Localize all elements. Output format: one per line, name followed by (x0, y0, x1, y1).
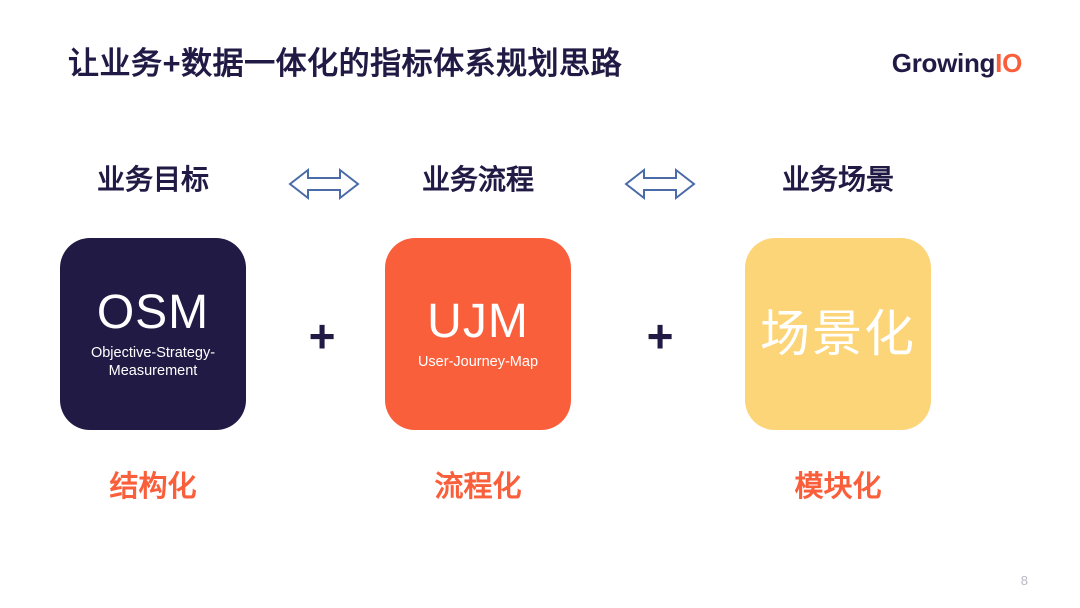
logo-text-io: IO (995, 48, 1022, 78)
double-headed-arrow-icon (624, 162, 696, 206)
page-title: 让业务+数据一体化的指标体系规划思路 (68, 46, 623, 81)
card-ujm: UJM User-Journey-Map (385, 238, 571, 430)
double-headed-arrow-icon (288, 162, 360, 206)
footer-label-modularized: 模块化 (794, 471, 882, 503)
column-heading-business-process: 业务流程 (421, 164, 534, 195)
column-heading-business-goal: 业务目标 (96, 164, 209, 195)
plus-sign-icon: + (308, 310, 336, 362)
card-subtitle-ujm: User-Journey-Map (417, 354, 539, 371)
card-scenario: 场景化 (745, 238, 931, 430)
card-subtitle-osm: Objective-Strategy- Measurement (90, 345, 216, 380)
logo-text-growing: Growing (891, 48, 996, 78)
card-title-ujm: UJM (427, 294, 529, 348)
card-title-osm: OSM (96, 285, 210, 339)
footer-label-processized: 流程化 (434, 471, 522, 503)
card-osm: OSM Objective-Strategy- Measurement (60, 238, 246, 430)
growingio-logo: GrowingIO (891, 48, 1023, 79)
footer-label-structured: 结构化 (109, 471, 197, 503)
column-heading-business-scenario: 业务场景 (781, 164, 894, 195)
card-title-scenario: 场景化 (760, 305, 916, 362)
page-number: 8 (1020, 573, 1028, 588)
plus-sign-icon: + (646, 310, 674, 362)
